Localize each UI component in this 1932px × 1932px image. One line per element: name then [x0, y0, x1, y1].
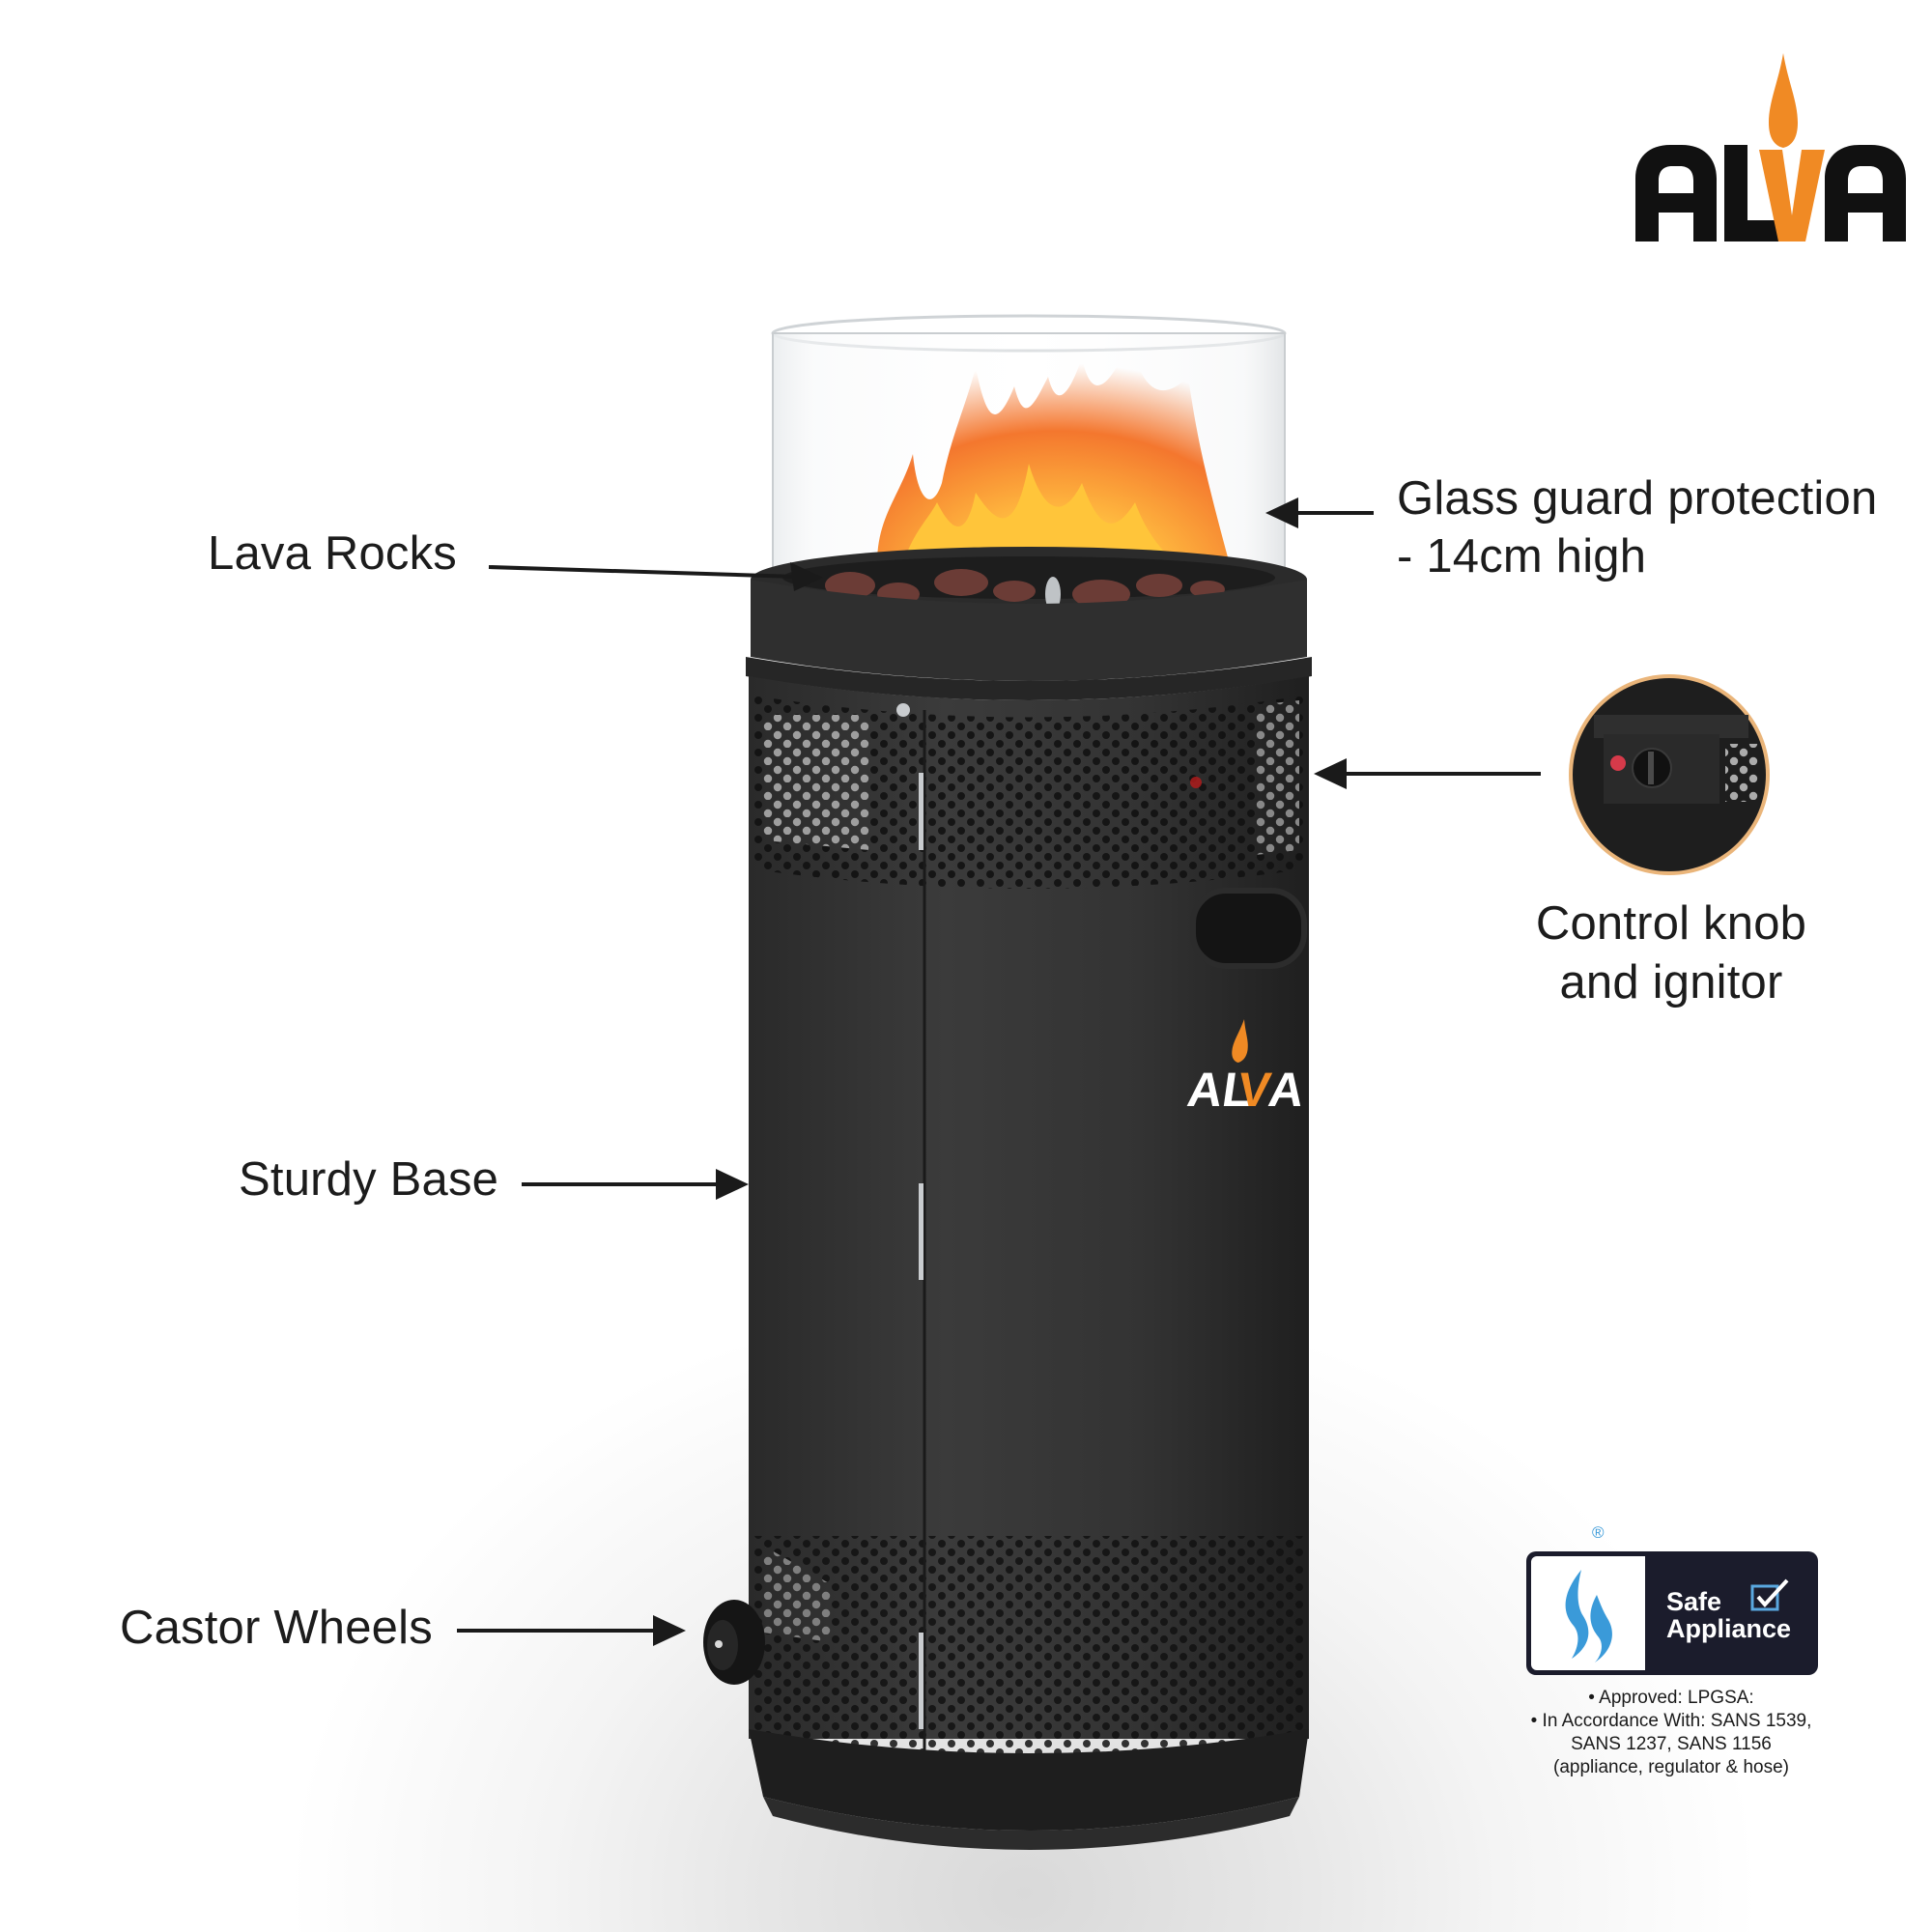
carry-handle [1190, 888, 1307, 969]
burner-rim [746, 547, 1312, 700]
badge-safe-text: Safe [1666, 1587, 1722, 1616]
label-control-line1: Control knob [1535, 897, 1807, 950]
gas-flame-icon [1565, 1570, 1612, 1662]
svg-text:AL: AL [1184, 1063, 1256, 1117]
castor-wheel [703, 1600, 765, 1685]
callout-arrows [457, 497, 1541, 1646]
label-glass-guard-line1: Glass guard protection [1397, 472, 1878, 525]
body-alva-logo: AL V A [1184, 1019, 1308, 1117]
label-control-line2: and ignitor [1559, 956, 1783, 1009]
cert-note-accordance: • In Accordance With: SANS 1539, [1530, 1711, 1812, 1731]
badge-appliance-text: Appliance [1666, 1614, 1792, 1643]
cert-note-sans: SANS 1237, SANS 1156 [1571, 1734, 1772, 1754]
registered-mark: ® [1592, 1523, 1605, 1542]
checkbox-checked-icon [1750, 1578, 1789, 1611]
label-glass-guard-line2: - 14cm high [1397, 530, 1647, 582]
label-lava-rocks: Lava Rocks [208, 527, 458, 580]
cert-note-approved: • Approved: LPGSA: [1588, 1688, 1754, 1708]
control-knob-inset [1569, 674, 1770, 875]
safe-appliance-badge: Safe Appliance [1526, 1551, 1818, 1675]
label-sturdy-base: Sturdy Base [239, 1153, 499, 1206]
flame-icon [1769, 53, 1798, 148]
cert-note-scope: (appliance, regulator & hose) [1553, 1757, 1789, 1777]
svg-text:A: A [1265, 1063, 1308, 1117]
alva-logo [1635, 53, 1906, 242]
label-castor-wheels: Castor Wheels [120, 1602, 433, 1654]
body-cylinder [749, 676, 1309, 1850]
badge-white-panel [1531, 1556, 1645, 1670]
